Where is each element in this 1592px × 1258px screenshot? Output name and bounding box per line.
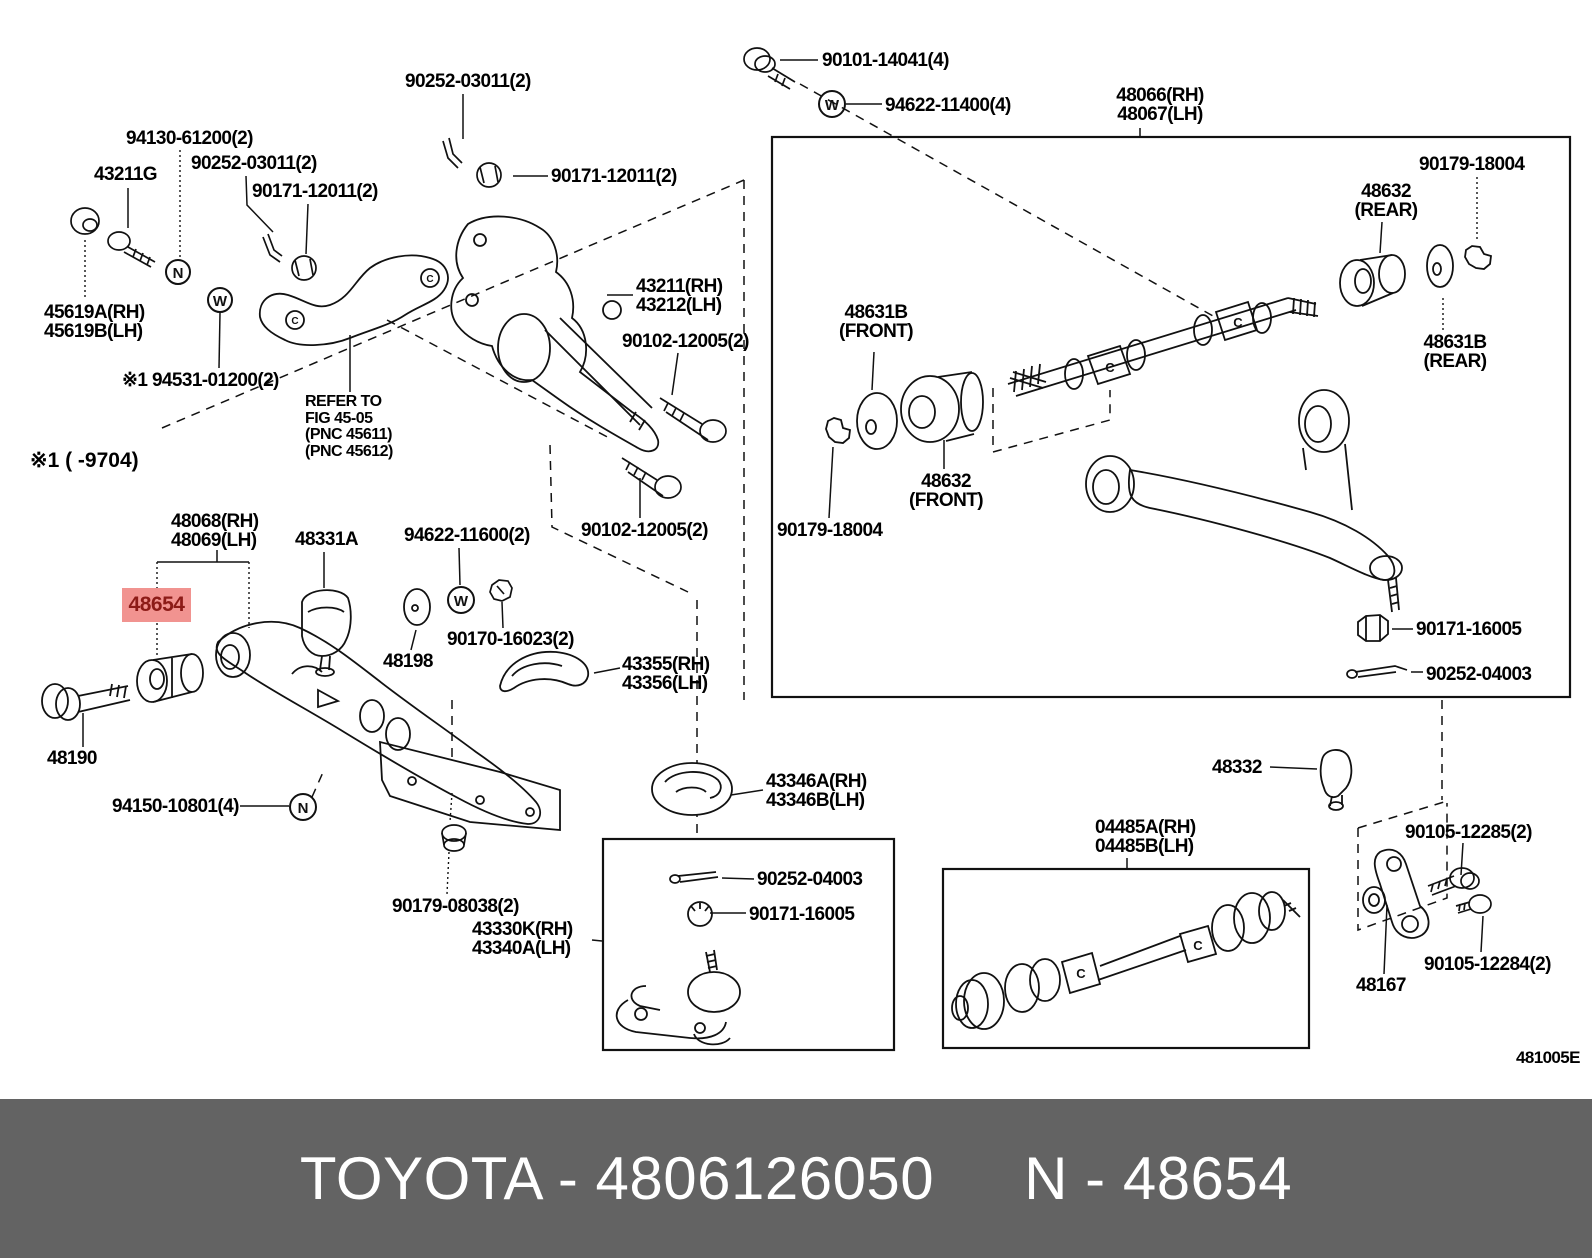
diagram-line-art: N W W W N C C [41, 47, 1572, 1052]
castle-nut-90171-16005-center [687, 901, 713, 927]
n-glyph: N [298, 800, 309, 817]
part-label-90171-12011-b: 90171-12011(2) [551, 166, 677, 187]
circled-letters [165, 90, 846, 821]
dashed-construction-lines [161, 83, 1448, 932]
part-label-48631b-front: 48631B (FRONT) [839, 302, 913, 342]
part-label-48631b-rear: 48631B (REAR) [1423, 332, 1488, 372]
part-label-90171-16005-a: 90171-16005 [1416, 619, 1522, 640]
part-label-90105-12285: 90105-12285(2) [1405, 822, 1532, 843]
part-label-04485: 04485A(RH) 04485B(LH) [1095, 817, 1196, 857]
lower-control-arm-48068 [215, 621, 561, 831]
part-label-90252-04003-b: 90252-04003 [757, 869, 863, 890]
nut-90179-08038 [441, 824, 467, 852]
part-label-90171-16005-b: 90171-16005 [749, 904, 855, 925]
part-label-90179-18004-a: 90179-18004 [1419, 154, 1525, 175]
steering-knuckle-43211 [450, 215, 660, 453]
part-label-94150-10801: 94150-10801(4) [112, 796, 239, 817]
front-bushing-group [825, 371, 984, 450]
part-label-48198: 48198 [383, 651, 433, 672]
nut-90170-16023 [489, 579, 513, 602]
strut-rod-04485: C C [951, 891, 1301, 1030]
part-label-94531-01200: ※1 94531-01200(2) [122, 370, 279, 391]
nut-90171-12011-mid [476, 162, 502, 188]
rear-bushing-group [1339, 244, 1492, 307]
part-label-94622-11400: 94622-11400(4) [885, 95, 1011, 116]
part-label-48167: 48167 [1356, 975, 1406, 996]
link-48167 [1362, 848, 1430, 939]
part-label-90102-12005-a: 90102-12005(2) [622, 331, 749, 352]
part-label-45619: 45619A(RH) 45619B(LH) [44, 302, 145, 342]
part-label-48066: 48066(RH) 48067(LH) [1116, 85, 1204, 125]
diagram-code: 481005E [1516, 1048, 1580, 1067]
part-label-48332: 48332 [1212, 757, 1262, 778]
part-label-43355: 43355(RH) 43356(LH) [622, 654, 710, 694]
upper-control-arm [1085, 389, 1403, 613]
part-label-90252-04003-a: 90252-04003 [1426, 664, 1532, 685]
bolt-45619 [70, 207, 100, 235]
banner-brand-part-number: TOYOTA - 4806126050 [299, 1144, 935, 1212]
banner-part-ref: N - 48654 [1024, 1144, 1293, 1212]
part-label-48632-front: 48632 (FRONT) [909, 471, 983, 511]
part-label-48331a: 48331A [295, 529, 359, 550]
part-label-48632-rear: 48632 (REAR) [1354, 181, 1419, 221]
circled-letter-texts: N W W W N [173, 97, 840, 817]
highlighted-part-label-48654: 48654 [122, 588, 191, 622]
upper-arm-shaft: C C [1007, 297, 1319, 397]
bolt-90102-12005-bottom [621, 457, 682, 499]
bolt-90105-12285 [1427, 867, 1480, 896]
bolt-43211g [107, 231, 156, 268]
dotted-leader-lines [84, 150, 1478, 895]
bumper-48331a [301, 589, 352, 677]
svg-text:C: C [291, 316, 298, 327]
cotter-pin-90252-03011-top [442, 137, 463, 169]
ball-joint-43330k [615, 949, 741, 1046]
part-label-48068: 48068(RH) 48069(LH) [171, 511, 259, 551]
part-label-94622-11600: 94622-11600(2) [404, 525, 530, 546]
bolt-90105-12284 [1455, 894, 1492, 914]
cotter-pin-90252-03011-left [262, 233, 283, 263]
part-info-banner: TOYOTA - 4806126050 N - 48654 [0, 1099, 1592, 1258]
cap-48332 [1319, 749, 1353, 811]
part-label-48190: 48190 [47, 748, 97, 769]
part-label-90179-18004-b: 90179-18004 [777, 520, 883, 541]
refer-to-note: REFER TO FIG 45-05 (PNC 45611) (PNC 4561… [305, 393, 393, 460]
bolt-90101-14041 [743, 47, 796, 90]
cam-plate-48198 [403, 588, 431, 626]
nut-90171-16005-upper [1357, 614, 1389, 642]
part-label-43211: 43211(RH) 43212(LH) [636, 276, 723, 316]
svg-text:C: C [1193, 938, 1203, 953]
nut-90171-12011-left [291, 255, 317, 281]
svg-text:C: C [1076, 966, 1086, 981]
part-label-90102-12005-b: 90102-12005(2) [581, 520, 708, 541]
solid-boxes [601, 135, 1572, 1052]
washer-43346 [651, 762, 733, 816]
part-label-94130-61200: 94130-61200(2) [126, 128, 253, 149]
dust-cover-43355 [499, 651, 589, 693]
cotter-pin-90252-04003-center [669, 871, 719, 884]
part-label-43330k: 43330K(RH) 43340A(LH) [472, 919, 573, 959]
part-label-90101-14041: 90101-14041(4) [822, 50, 949, 71]
bolt-48190 [41, 683, 131, 721]
bolt-90102-12005-top [659, 397, 727, 443]
cotter-pin-90252-04003-upper [1346, 665, 1408, 679]
w-glyph: W [454, 593, 469, 610]
part-label-90170-16023: 90170-16023(2) [447, 629, 574, 650]
part-label-43346: 43346A(RH) 43346B(LH) [766, 771, 867, 811]
part-label-90179-08038: 90179-08038(2) [392, 896, 519, 917]
applicability-note: ※1 ( -9704) [30, 449, 139, 472]
part-label-90252-03011-a: 90252-03011(2) [405, 71, 531, 92]
part-label-43211g: 43211G [94, 164, 158, 185]
part-label-90252-03011-b: 90252-03011(2) [191, 153, 317, 174]
bushing-48654 [136, 653, 204, 703]
part-label-90171-12011-a: 90171-12011(2) [252, 181, 378, 202]
svg-text:C: C [1105, 360, 1115, 375]
w-glyph: W [213, 293, 228, 310]
svg-text:C: C [426, 274, 433, 285]
part-label-90105-12284: 90105-12284(2) [1424, 954, 1551, 975]
n-glyph: N [173, 265, 184, 282]
w-glyph: W [825, 97, 840, 114]
svg-text:C: C [1233, 315, 1243, 330]
idler-arm-refer: C C [259, 254, 449, 346]
leader-lines [82, 59, 1484, 975]
